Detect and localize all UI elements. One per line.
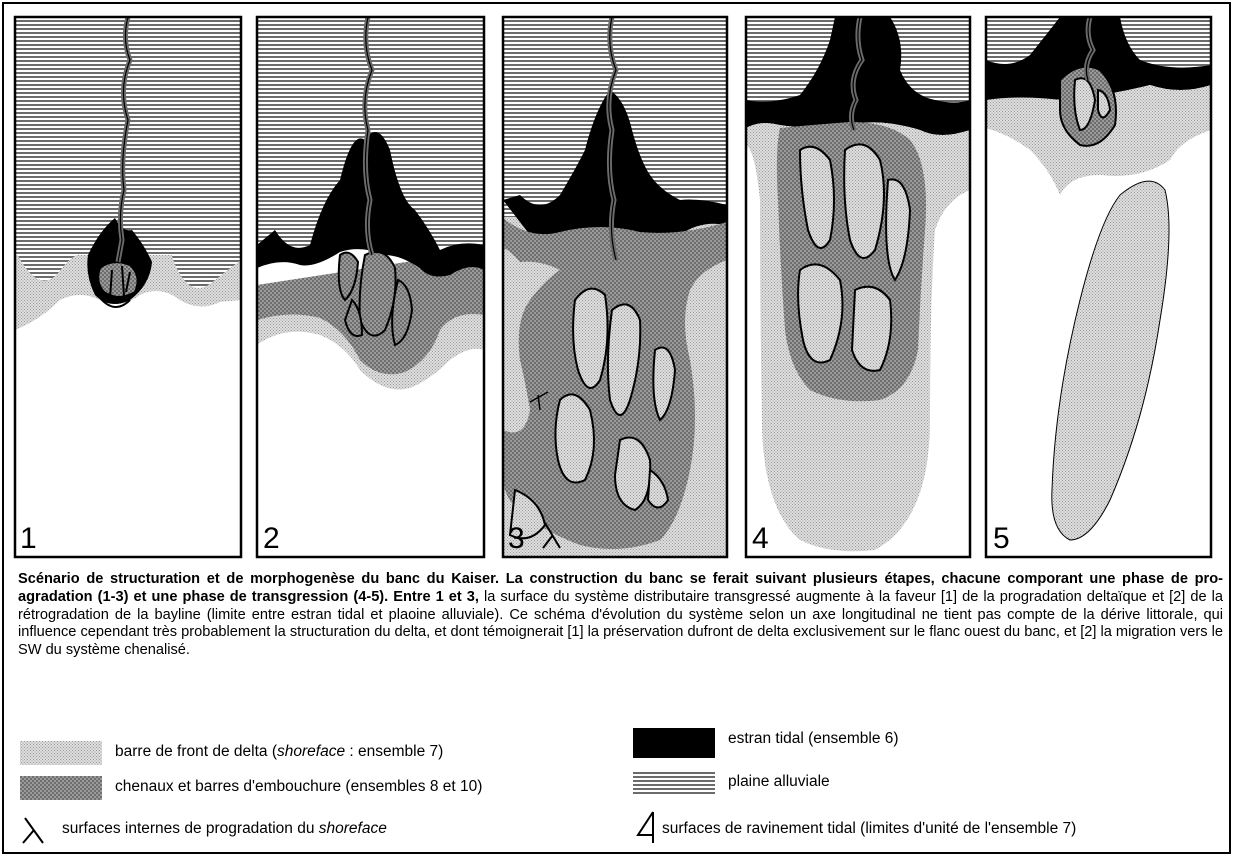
legend-tidal-flat: estran tidal (ensemble 6): [728, 730, 899, 748]
panel-number: 3: [508, 522, 525, 555]
legend-channels: chenaux et barres d'embouchure (ensemble…: [115, 778, 482, 796]
panel-number: 1: [20, 522, 37, 555]
progradation-surface-icon: [23, 818, 43, 843]
legend-shoreface-prefix: barre de front de delta (: [115, 743, 277, 760]
legend-ravinement: surfaces de ravinement tidal (limites d'…: [662, 820, 1076, 838]
panel-2: [257, 17, 484, 557]
legend-shoreface-italic: shoreface: [277, 743, 345, 760]
panel-3: [503, 17, 727, 557]
channels-swatch: [20, 776, 102, 800]
panel-number: 4: [752, 522, 769, 555]
panel-number: 5: [993, 522, 1010, 555]
legend-progradation: surfaces internes de progradation du sho…: [62, 820, 387, 838]
channels: [98, 262, 137, 297]
shoreface-swatch: [20, 741, 102, 765]
legend-progradation-italic: shoreface: [319, 820, 387, 837]
panel-4: [746, 17, 970, 557]
legend-progradation-prefix: surfaces internes de progradation du: [62, 820, 319, 837]
panel-5: [986, 17, 1211, 557]
legend-alluvial-plain: plaine alluviale: [728, 773, 830, 791]
legend-shoreface-suffix: : ensemble 7): [345, 743, 443, 760]
panel-1: [15, 17, 241, 557]
panel-number: 2: [263, 522, 280, 555]
figure-caption: Scénario de structuration et de morphoge…: [18, 571, 1223, 660]
alluvial-plain-swatch: [633, 771, 715, 795]
legend-shoreface: barre de front de delta (shoreface : ens…: [115, 743, 443, 761]
tidal-flat-swatch: [633, 728, 715, 758]
ravinement-surface-icon: [638, 812, 653, 843]
